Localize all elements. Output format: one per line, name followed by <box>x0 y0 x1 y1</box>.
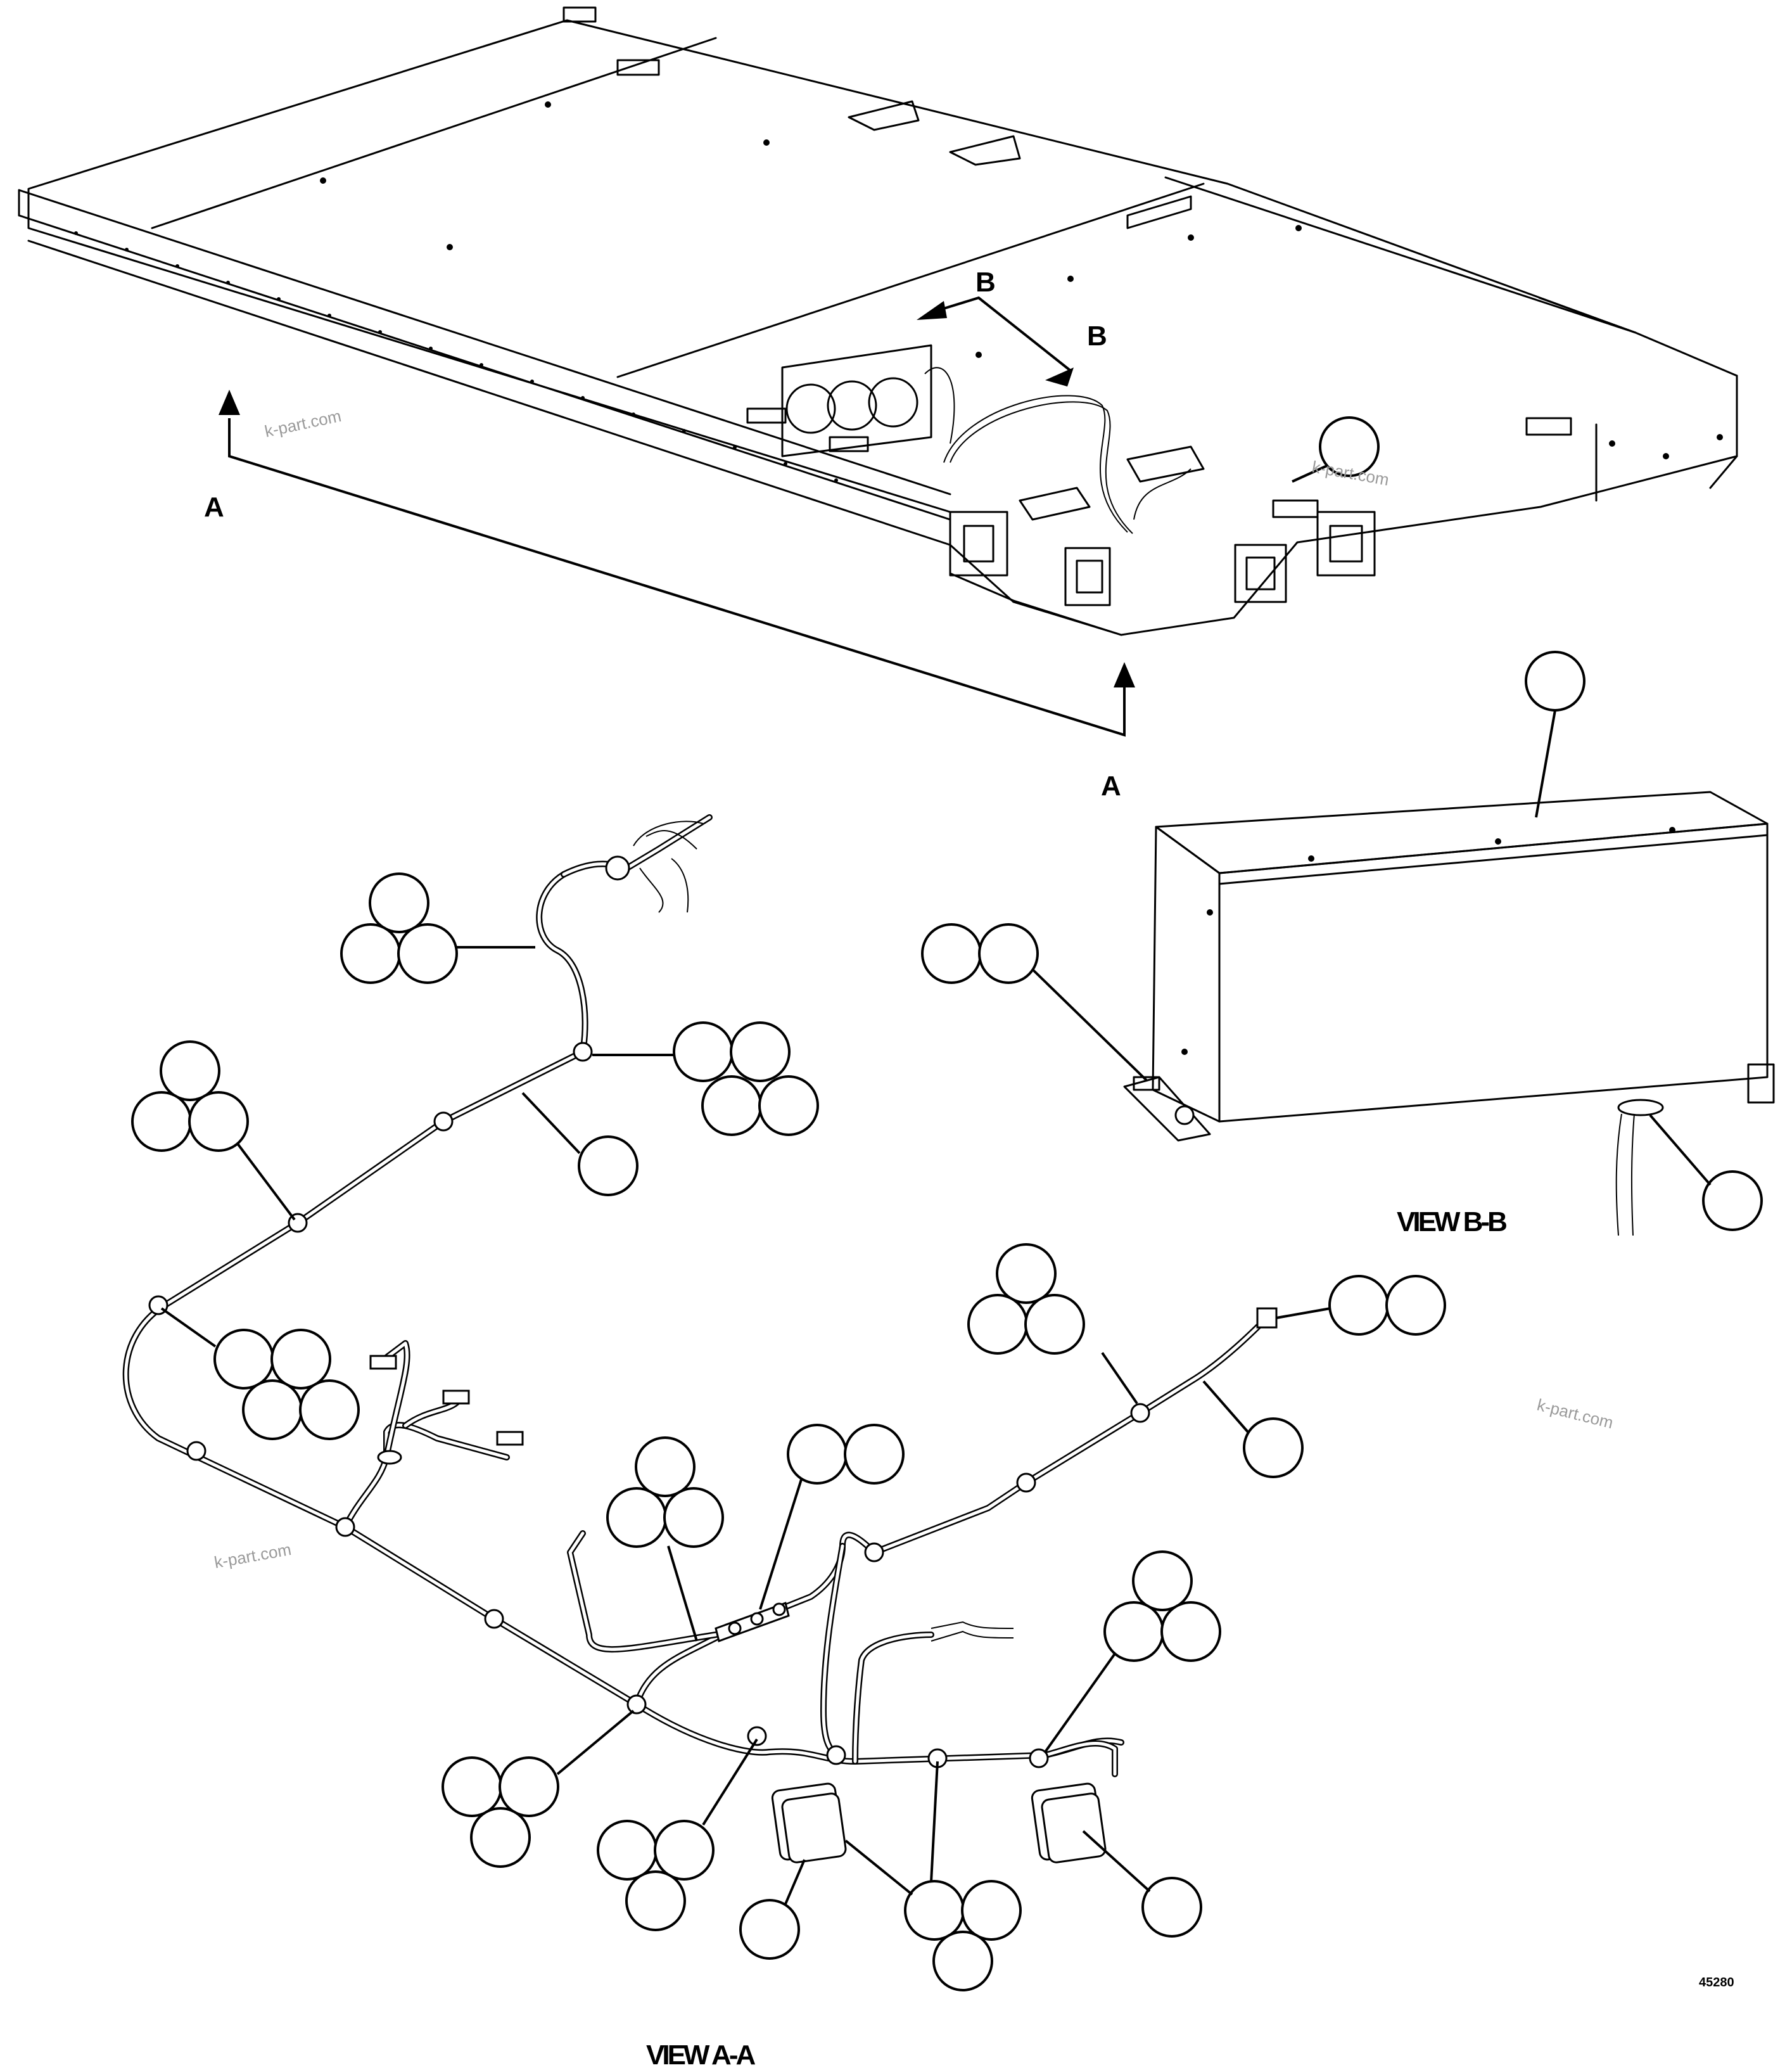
wiring-harness <box>122 814 1278 1863</box>
view-b-b-box <box>1123 791 1775 1236</box>
section-b-upper-label: B <box>975 267 996 298</box>
beam-rivets <box>74 231 838 482</box>
callout-balloon <box>1525 651 1585 712</box>
watermark: k-part.com <box>1535 1395 1615 1433</box>
section-a-arrows <box>219 390 1135 737</box>
view-b-b-label: VIEW B-B <box>1397 1206 1506 1237</box>
section-b-lower-label: B <box>1087 321 1107 352</box>
section-a-left-label: A <box>204 492 224 523</box>
gauge-panel <box>746 344 932 457</box>
section-b-arrows <box>917 296 1074 387</box>
section-a-right-label: A <box>1101 770 1121 802</box>
drawing-code: 45280 <box>1699 1976 1734 1990</box>
watermark: k-part.com <box>213 1540 293 1572</box>
callout-balloon <box>978 923 1039 984</box>
callout-balloon <box>921 923 982 984</box>
view-a-a-callouts <box>131 872 1446 1991</box>
view-a-a-label: VIEW A-A <box>646 2040 755 2070</box>
lamp-housing-left <box>771 1782 847 1863</box>
deck-holes <box>320 101 1302 358</box>
callout-balloon <box>1702 1170 1763 1231</box>
watermark: k-part.com <box>263 406 343 441</box>
callout-balloon <box>1319 416 1380 477</box>
frame-assembly <box>18 6 1738 636</box>
lamp-housing-right <box>1031 1782 1107 1863</box>
